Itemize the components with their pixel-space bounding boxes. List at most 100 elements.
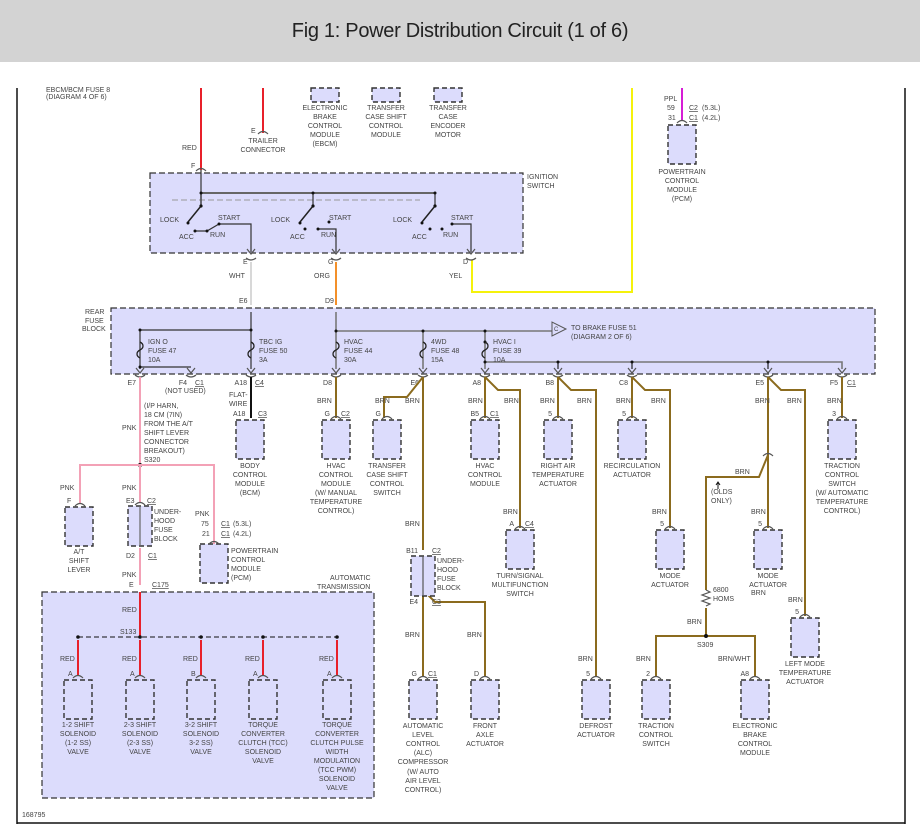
out-pin-icon (185, 374, 197, 378)
out-pin-icon (479, 374, 491, 378)
fuse-node-dot (249, 328, 253, 332)
solenoid-label-line: TORQUE (248, 722, 278, 729)
olds-pin-icon (762, 452, 774, 457)
brn-wire-label: BRN (636, 656, 651, 663)
fuse-name: TBC IG (259, 339, 282, 346)
pcm-top-line: (PCM) (672, 196, 692, 203)
brn-wire-label: BRN (788, 597, 803, 604)
front-axle-pin-icon (479, 675, 491, 680)
trailer-pin-icon (257, 130, 269, 135)
solenoid-wire-label: RED (60, 656, 75, 663)
defrost-pin: 5 (586, 671, 590, 678)
traction-auto-label-line: SWITCH (828, 481, 856, 488)
fuse-block-title-2: FUSE (85, 318, 104, 325)
out-pin-icon (417, 374, 429, 378)
fuse-node-dot (138, 365, 142, 369)
ignition-out-pin: E (243, 259, 248, 266)
out-pin-icon (465, 257, 477, 261)
ignition-in-pin-icon (195, 167, 207, 172)
hvac-conn: C1 (490, 411, 499, 418)
yellow-wire (471, 88, 633, 293)
alc-note-line: (W/ AUTO (407, 769, 439, 776)
turn-signal-conn: C4 (525, 521, 534, 528)
contact-lock-dot (420, 221, 424, 225)
hvac-manual-label-line: CONTROL (319, 472, 353, 479)
front-axle-box (470, 679, 500, 720)
pcm-var-53: (5.3L) (702, 105, 720, 112)
pcm-left-line: POWERTRAIN (231, 548, 278, 555)
brn-wire-label: BRN (405, 398, 420, 405)
out-pin-icon (836, 374, 848, 378)
recirculation-label-line: ACTUATOR (613, 472, 651, 479)
solenoid-pin-icon (72, 674, 84, 679)
uhfb-left-out-conn: C1 (148, 553, 157, 560)
ebcm-top-line: (EBCM) (313, 141, 338, 148)
flat-wire-label-1: FLAT- (229, 392, 248, 399)
tcss-label-line: TRANSFER (368, 463, 406, 470)
fuse-node-dot (334, 329, 338, 333)
tcscm-line: CASE SHIFT (365, 114, 407, 121)
fuse-amps: 10A (148, 357, 161, 364)
traction-auto-label-line: CONTROL) (824, 508, 861, 515)
pcm-top-line: CONTROL (665, 178, 699, 185)
pcm-left-line: MODULE (231, 566, 261, 573)
conn-c1-f5: C1 (847, 380, 856, 387)
fuse-amps: 3A (259, 357, 268, 364)
uhfb-right-line: BLOCK (437, 585, 461, 592)
contact-dot (428, 227, 432, 231)
fuse-out-pin: B8 (545, 380, 554, 387)
flat-wire-label-2: WIRE (229, 401, 248, 408)
ebcm-box (740, 679, 770, 720)
right-air-temp-pin: 5 (548, 411, 552, 418)
resistor-label-line: HOMS (713, 596, 734, 603)
brn-wire-label: BRN (540, 398, 555, 405)
trans-title-2: TRANSMISSION (317, 584, 370, 591)
recirculation-box (617, 419, 647, 460)
ebcm-label-line: ELECTRONIC (732, 723, 777, 730)
solenoid-pin-icon (195, 674, 207, 679)
contact-dot (217, 222, 221, 226)
trans-title-1: AUTOMATIC (330, 575, 371, 582)
pnk-label-at: PNK (60, 485, 75, 492)
at-shift-line: SHIFT (69, 558, 90, 565)
not-used-label: (NOT USED) (165, 388, 206, 395)
brake-ref-line-2: (DIAGRAM 2 OF 6) (571, 334, 632, 341)
brn-wire-label: BRN (317, 398, 332, 405)
pcm-left-var-1: (5.3L) (233, 521, 251, 528)
tcem-line: ENCODER (430, 123, 465, 130)
resistor-label-line: 6800 (713, 587, 729, 594)
tcss-label-line: SWITCH (373, 490, 401, 497)
harness-note-line: SHIFT LEVER (144, 430, 189, 437)
acc-label: ACC (290, 234, 305, 241)
front-axle-label-line: FRONT (473, 723, 498, 730)
out-arrow-icon (246, 367, 256, 374)
fuse-name: HVAC I (493, 339, 516, 346)
fuse-in-pin-d9: D9 (325, 298, 334, 305)
olds-arrow-icon (715, 481, 721, 489)
brn-wire-label: BRN (787, 398, 802, 405)
defrost-label-line: DEFROST (579, 723, 613, 730)
ebcm-top-line: CONTROL (308, 123, 342, 130)
fuse-name: IGN O (148, 339, 168, 346)
right-air-temp-box (543, 419, 573, 460)
solenoid-label-line: SOLENOID (319, 776, 355, 783)
out-arrow-icon (331, 248, 341, 255)
recirculation-label-line: RECIRCULATION (604, 463, 661, 470)
uhfb-right-in-pin: B11 (406, 548, 418, 555)
ignition-out-pin: D (463, 259, 468, 266)
solenoid-label-line: WIDTH (326, 749, 349, 756)
brn-wire-label: BRN (751, 590, 766, 597)
acc-label: ACC (412, 234, 427, 241)
left-mode-temp-label-line: LEFT MODE (785, 661, 825, 668)
solenoid-pin: A (130, 671, 135, 678)
traction-control-pin-icon (650, 675, 662, 680)
solenoid-label-line: CLUTCH (TCC) (238, 740, 287, 747)
start-label: START (329, 215, 352, 222)
tcss-wire (383, 376, 424, 418)
solenoid-box (322, 679, 352, 720)
c175-conn: C175 (152, 582, 169, 589)
